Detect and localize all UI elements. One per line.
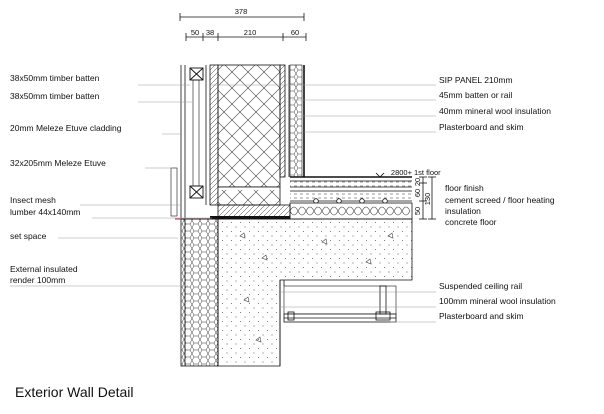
leader-lines	[10, 84, 436, 323]
label-floor-finish: floor finish	[445, 183, 484, 193]
label-render: External insulated	[10, 264, 78, 274]
level-label: 1st floor	[414, 168, 441, 177]
dim-segment: 60	[291, 28, 299, 37]
label-insect-mesh: Insect mesh	[10, 195, 56, 205]
label-concrete-floor: concrete floor	[445, 217, 497, 227]
floor-dim: 130	[423, 193, 432, 206]
label-plasterboard: Plasterboard and skim	[439, 122, 524, 132]
label-batten: 38x50mm timber batten	[10, 91, 100, 101]
label-ceiling-insulation: 100mm mineral wool insulation	[439, 296, 556, 306]
label-sip-panel: SIP PANEL 210mm	[439, 75, 513, 85]
label-insulation: insulation	[445, 206, 481, 216]
level-value: 2800+	[391, 168, 413, 177]
timber-batten-markers	[189, 67, 204, 199]
floor-build-up	[289, 176, 413, 220]
meleze-board	[170, 167, 178, 217]
floor-dim: 20	[413, 178, 422, 186]
floor-dimensions	[375, 172, 436, 220]
drawing-title: Exterior Wall Detail	[15, 384, 134, 400]
label-ceiling-rail: Suspended ceiling rail	[439, 281, 522, 291]
label-batten: 38x50mm timber batten	[10, 73, 100, 83]
dim-overall: 378	[235, 7, 248, 16]
floor-dim: 50	[413, 207, 422, 215]
label-batten-rail: 45mm batten or rail	[439, 90, 512, 100]
label-meleze-board: 32x205mm Meleze Etuve	[10, 158, 106, 168]
label-mineral-wool: 40mm mineral wool insulation	[439, 106, 551, 116]
dim-segment: 210	[244, 28, 257, 37]
label-lumber: lumber 44x140mm	[10, 207, 80, 217]
label-cladding: 20mm Meleze Etuve cladding	[10, 123, 122, 133]
dim-segment: 38	[206, 28, 214, 37]
label-render: render 100mm	[10, 275, 65, 285]
wall-layers	[180, 64, 305, 218]
label-ceiling-plasterboard: Plasterboard and skim	[439, 311, 524, 321]
bearing-line	[210, 216, 290, 219]
external-render-insulation	[180, 218, 219, 367]
label-set-space: set space	[10, 231, 47, 241]
floor-dim: 60	[413, 189, 422, 197]
suspended-ceiling	[283, 280, 397, 323]
dimension-lines	[179, 13, 307, 41]
label-screed: cement screed / floor heating	[445, 195, 555, 205]
dim-segment: 50	[191, 28, 199, 37]
